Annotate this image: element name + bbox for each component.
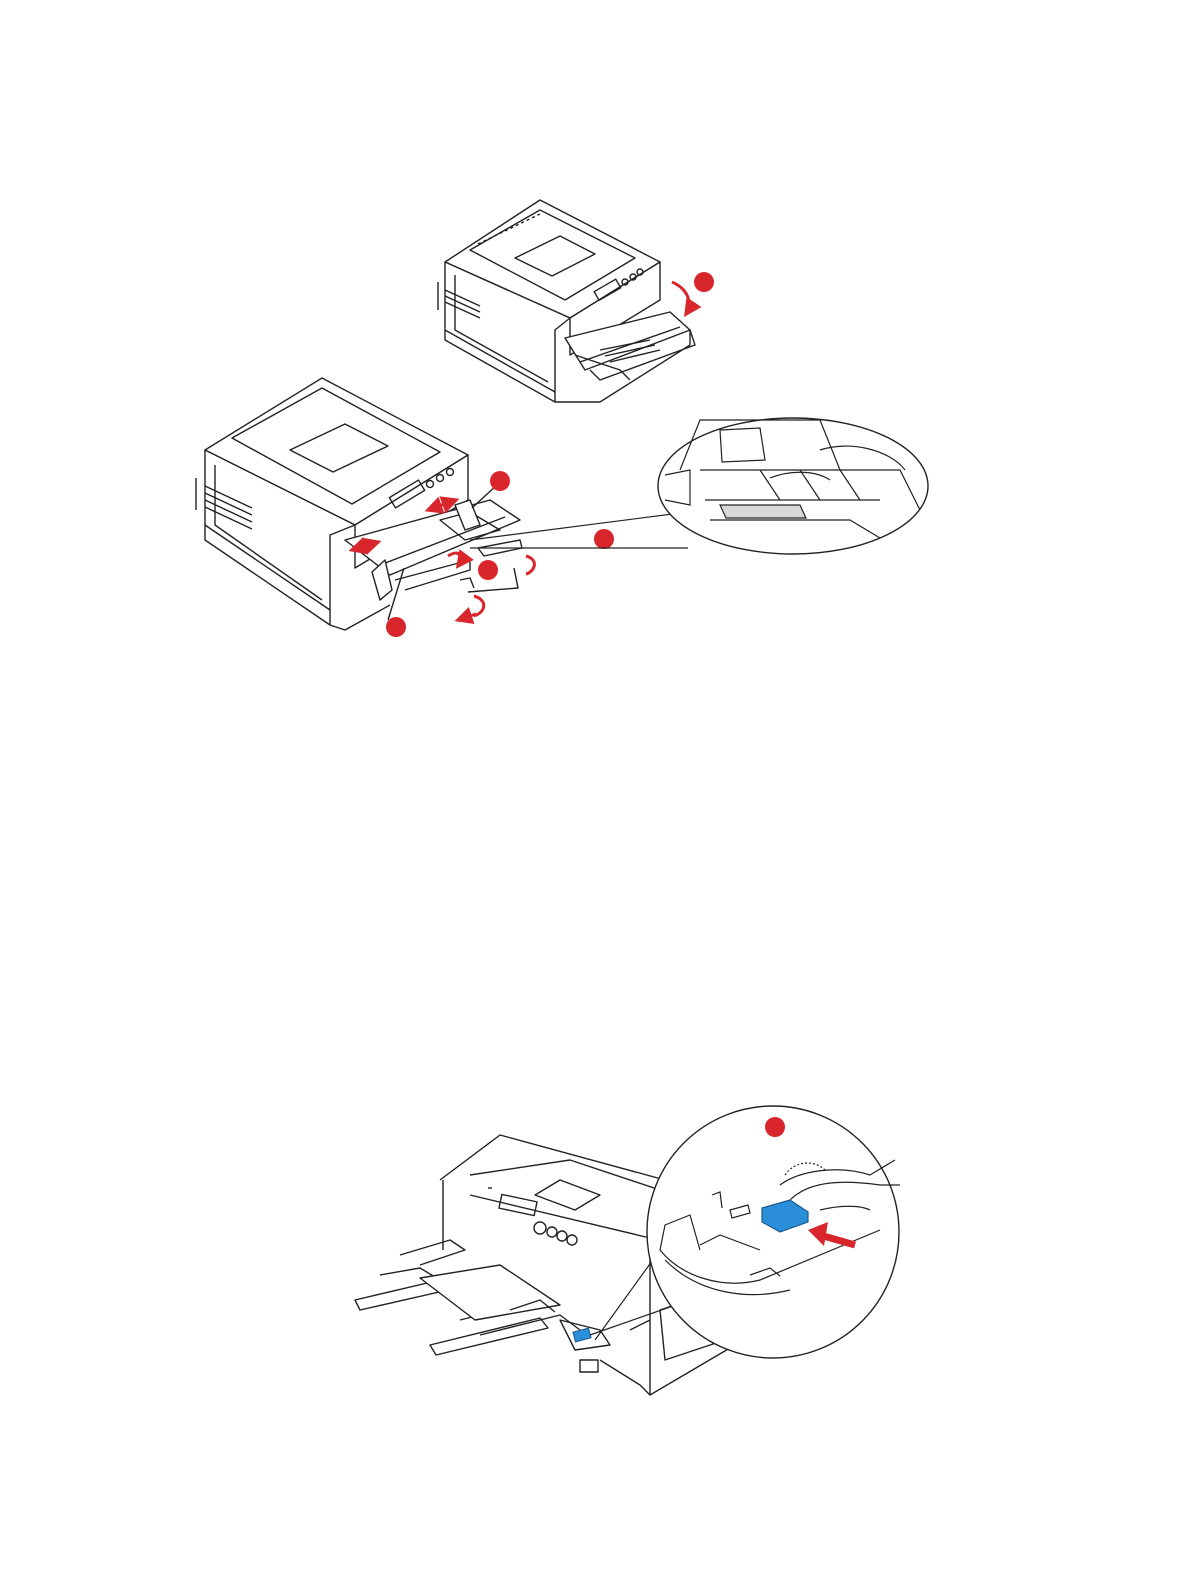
lcd-display [499, 1194, 537, 1215]
rotate-arrowhead-icon [458, 614, 476, 620]
callout-badge [765, 1117, 785, 1137]
callout-badge [386, 617, 406, 637]
panel-button [534, 1222, 546, 1234]
figure-2-printer-guides [196, 378, 522, 630]
tray-lever-small [573, 1328, 591, 1342]
callout-badge [594, 529, 614, 549]
extend-arrow-icon [526, 556, 534, 574]
figure-1-printer-tray-open [438, 200, 695, 402]
callout-badge [694, 272, 714, 292]
callout-badge [478, 560, 498, 580]
paper-sheet [420, 1265, 560, 1320]
zoom-detail-circle [647, 1106, 900, 1358]
zoom-detail-ellipse [658, 418, 928, 554]
mp-tray-extended [355, 1240, 610, 1355]
open-arrow-icon [672, 282, 689, 314]
callout-badge [490, 471, 510, 491]
